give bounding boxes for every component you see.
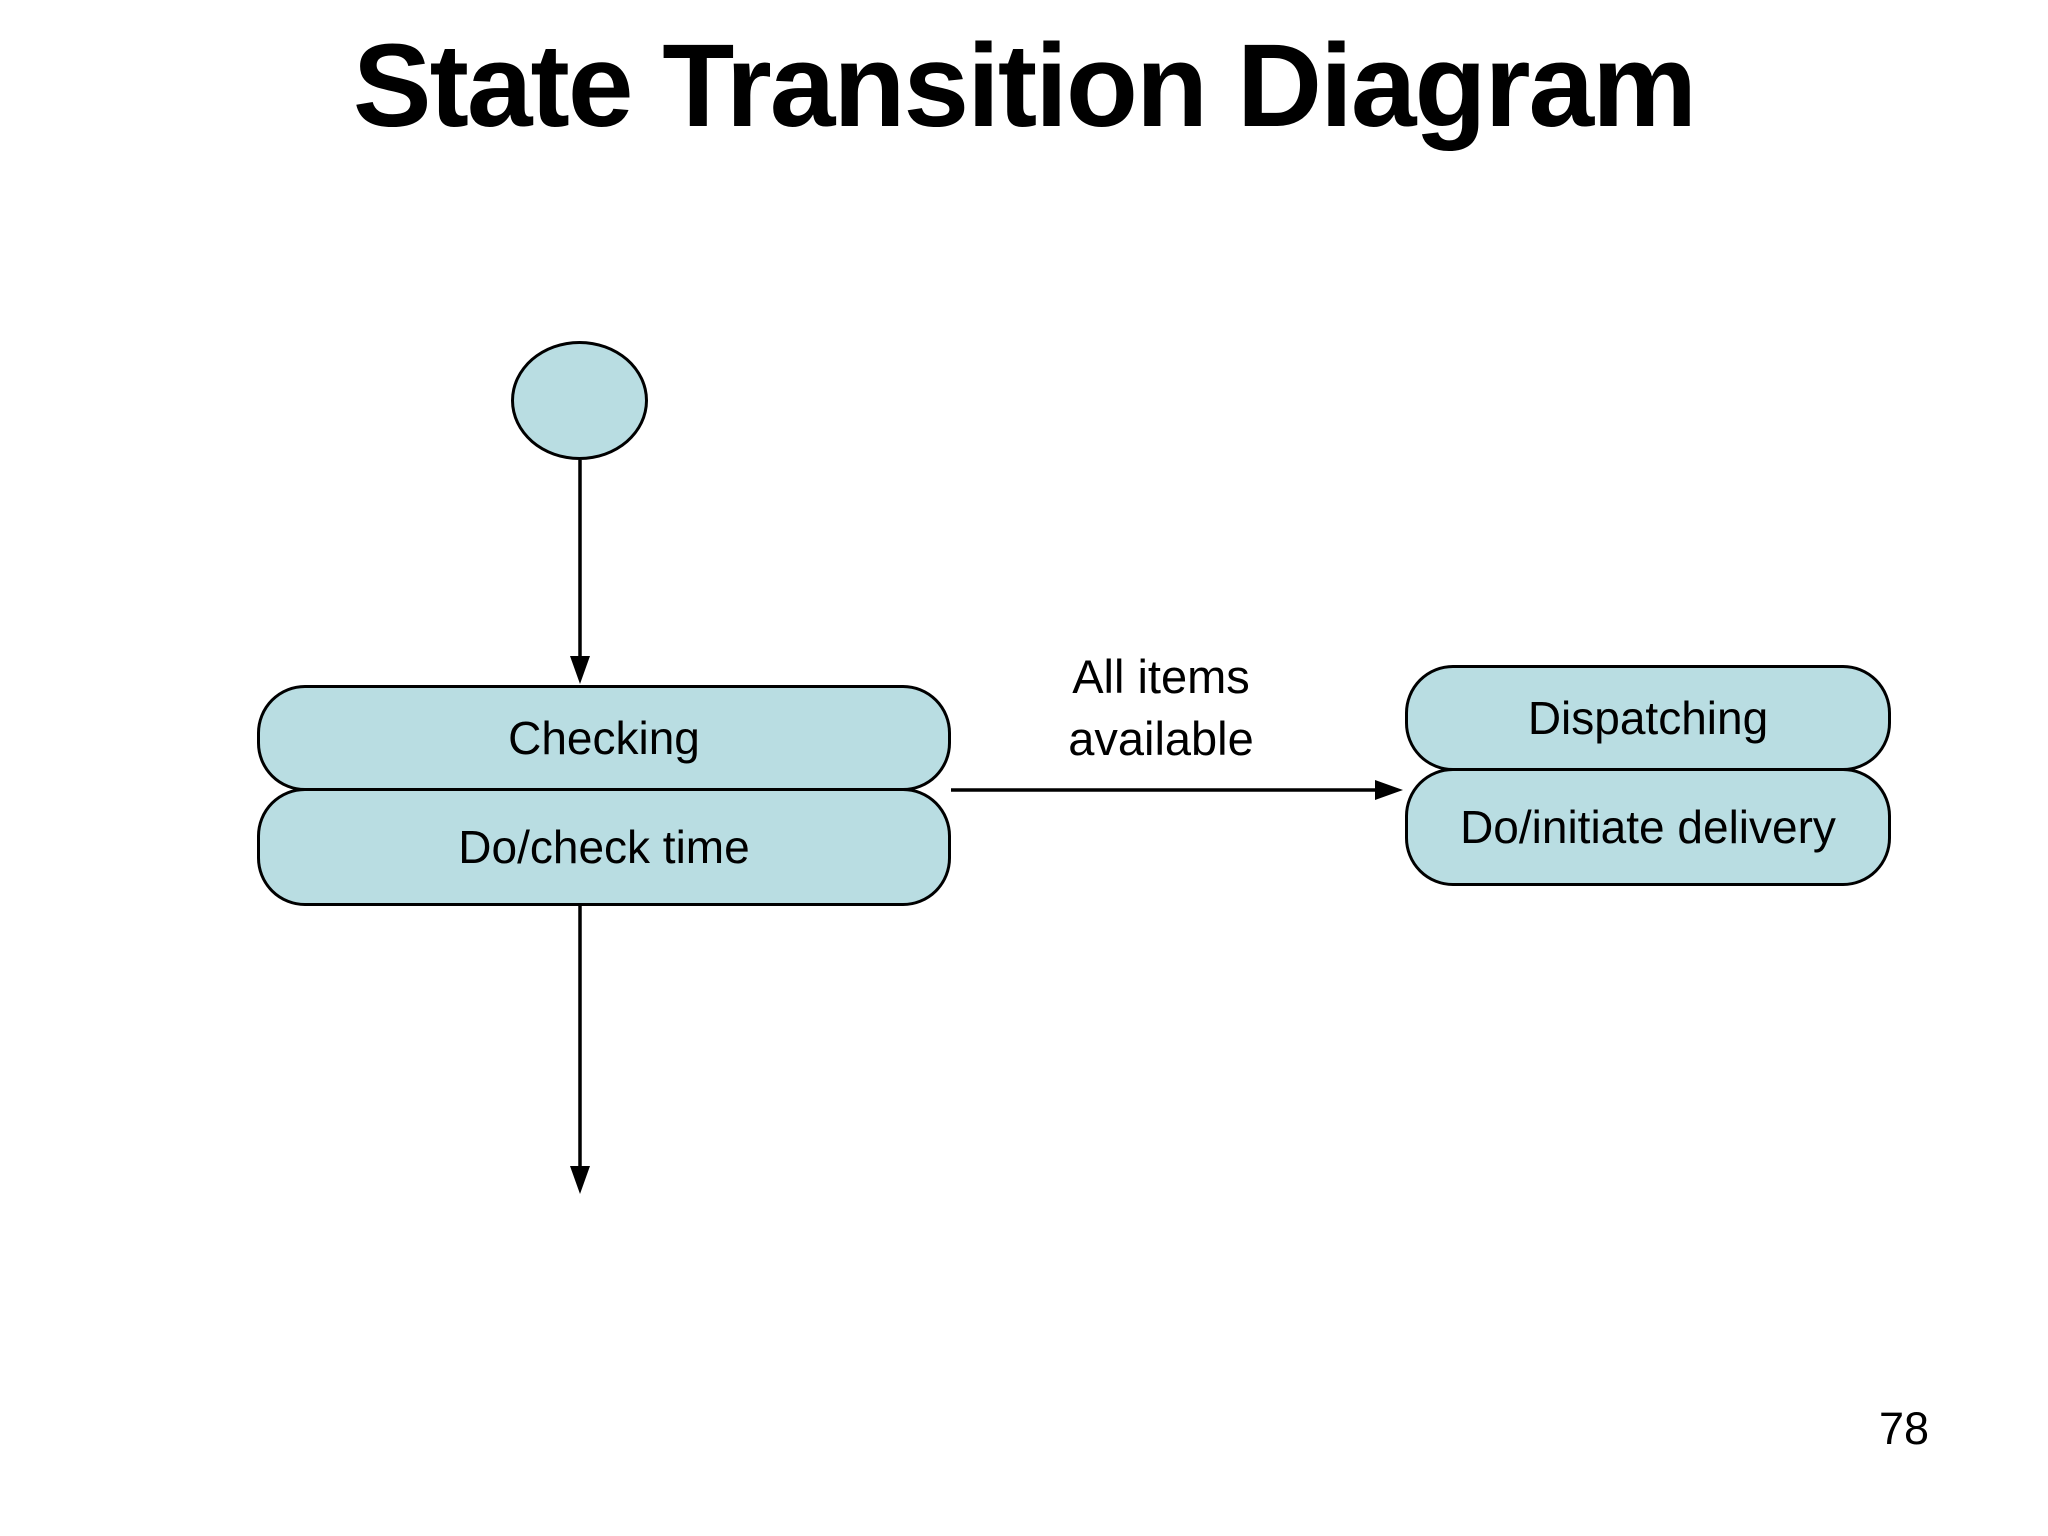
- arrow-initial-to-checking: [570, 460, 590, 684]
- state-dispatching-name: Dispatching: [1405, 665, 1891, 771]
- transition-label-all-items-available: All items available: [1011, 646, 1311, 770]
- state-dispatching-activity: Do/initiate delivery: [1405, 768, 1891, 886]
- slide-title: State Transition Diagram: [352, 20, 1697, 152]
- initial-state-circle: [511, 341, 648, 460]
- page-number: 78: [1878, 1403, 1930, 1454]
- state-checking-name: Checking: [257, 685, 951, 791]
- state-checking-activity: Do/check time: [257, 788, 951, 906]
- transition-label-line1: All items: [1072, 650, 1250, 703]
- arrow-checking-to-dispatching: [951, 780, 1403, 800]
- arrow-checking-exit: [570, 906, 590, 1194]
- transition-label-line2: available: [1068, 712, 1254, 765]
